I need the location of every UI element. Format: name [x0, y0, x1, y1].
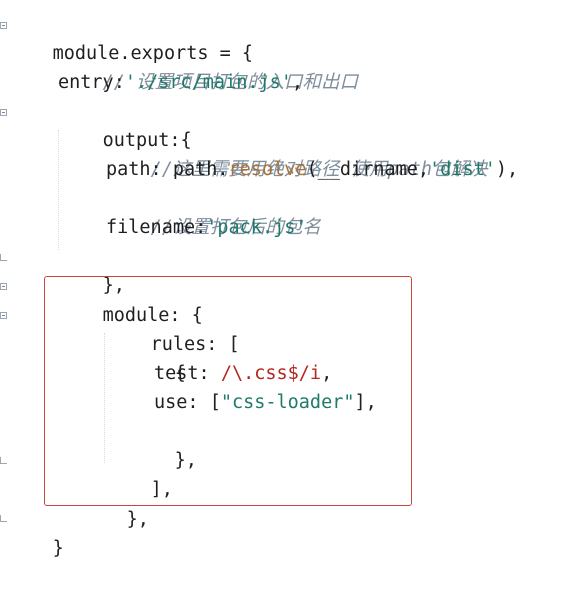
code-line: // 设置项目打包的入口和出口: [58, 39, 358, 93]
code-token: (__dirname,: [306, 159, 430, 180]
code-line: module.exports = {: [8, 10, 253, 64]
code-token: entry:: [58, 72, 125, 93]
highlight-box: [44, 276, 412, 506]
code-line: entry:'./src/main.js',: [58, 68, 303, 97]
code-token: },: [174, 450, 197, 471]
code-token: ],: [150, 479, 173, 500]
string-token: 'pack.js': [206, 217, 307, 238]
regex-token: /\.css$/i: [220, 363, 322, 384]
string-token: 'dist': [429, 159, 496, 180]
gutter: [0, 0, 10, 555]
code-editor[interactable]: module.exports = { // 设置项目打包的入口和出口 entry…: [0, 0, 574, 559]
code-token: }: [52, 538, 64, 559]
code-line: filename:'pack.js': [106, 213, 307, 242]
code-token: {: [174, 363, 186, 384]
indent-guide: [58, 130, 59, 250]
code-token: module.exports = {: [52, 43, 254, 64]
code-token: ,: [291, 72, 304, 93]
indent-guide: [104, 333, 105, 463]
code-token: ,: [321, 363, 333, 384]
code-line: path: path.resolve(__dirname,'dist'),: [106, 155, 518, 184]
code-line: test: /\.css$/i,: [154, 359, 332, 388]
code-token: rules: [: [150, 334, 240, 355]
comment-token: //这里需要用绝对路径 使用path包解决: [150, 159, 488, 180]
code-line: },: [130, 417, 197, 471]
code-line: },: [58, 242, 125, 296]
code-token: ),: [495, 159, 519, 180]
code-line: {: [130, 330, 186, 384]
code-token: },: [126, 509, 149, 530]
string-token: "css-loader": [220, 392, 355, 413]
string-token: './src/main.js': [124, 72, 292, 93]
comment-token: //设置打包后的包名: [150, 217, 321, 238]
function-token: resolve: [228, 159, 307, 180]
comment-token: // 设置项目打包的入口和出口: [102, 72, 358, 93]
code-token: filename:: [106, 217, 207, 238]
fold-end-icon: [0, 254, 7, 261]
code-token: module: {: [102, 305, 203, 326]
code-line: }: [8, 505, 64, 559]
code-token: path: path.: [106, 159, 229, 180]
code-line: ],: [106, 446, 173, 500]
code-token: output:{: [102, 130, 192, 151]
code-line: //设置打包后的包名: [106, 184, 321, 238]
code-token: },: [102, 275, 125, 296]
fold-icon[interactable]: [0, 109, 7, 116]
fold-end-icon: [0, 515, 7, 522]
code-line: use: ["css-loader"],: [154, 388, 377, 417]
fold-icon[interactable]: [0, 283, 7, 290]
fold-icon[interactable]: [0, 22, 7, 29]
fold-end-icon: [0, 457, 7, 464]
code-line: //这里需要用绝对路径 使用path包解决: [106, 126, 488, 180]
fold-icon[interactable]: [0, 312, 7, 319]
code-token: test:: [154, 363, 221, 384]
code-line: module: {: [58, 272, 203, 326]
code-line: rules: [: [106, 301, 240, 355]
code-token: use: [: [154, 392, 221, 413]
code-line: },: [82, 476, 149, 530]
code-line: output:{: [58, 97, 192, 151]
code-token: ],: [354, 392, 377, 413]
